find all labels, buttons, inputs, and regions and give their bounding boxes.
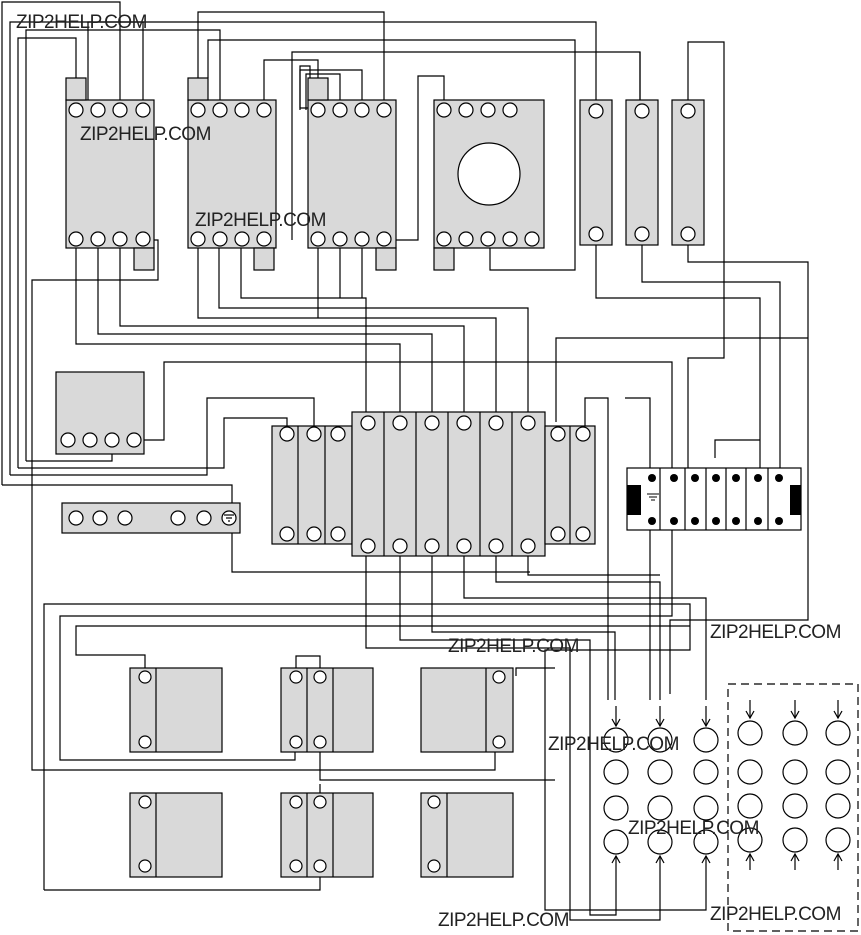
wire <box>97 240 433 422</box>
wire <box>463 550 707 700</box>
contactor-4 <box>129 792 223 878</box>
wire <box>431 550 616 700</box>
watermark-text: ZIP2HELP.COM <box>438 910 569 931</box>
terminal-block <box>626 467 802 531</box>
contactor-2 <box>280 667 374 753</box>
wire <box>18 417 288 469</box>
wire <box>527 550 660 576</box>
wire <box>75 240 401 422</box>
wire <box>218 240 529 422</box>
wire <box>669 240 809 694</box>
wire <box>17 37 77 468</box>
wire <box>396 75 445 241</box>
contactor-5 <box>280 792 374 878</box>
wire <box>207 39 576 271</box>
wire <box>641 240 781 468</box>
terminal-group <box>271 411 596 557</box>
wire <box>515 667 555 676</box>
small-relay <box>55 371 145 455</box>
contactor-3 <box>420 667 514 753</box>
wiring <box>1 1 809 921</box>
watermark-text: ZIP2HELP.COM <box>628 818 759 839</box>
relay-3 <box>307 77 397 271</box>
wire <box>197 240 497 422</box>
watermark-text: ZIP2HELP.COM <box>710 622 841 643</box>
wire <box>399 550 617 916</box>
wire <box>365 550 661 921</box>
watermark-text: ZIP2HELP.COM <box>195 210 326 231</box>
wire <box>25 29 221 461</box>
wire <box>10 397 315 476</box>
motor-terminals-left <box>603 706 719 880</box>
wire <box>59 361 673 761</box>
watermark-text: ZIP2HELP.COM <box>16 12 147 33</box>
wire <box>31 239 496 771</box>
wire <box>295 655 321 676</box>
wire <box>240 240 367 422</box>
watermarks: ZIP2HELP.COM ZIP2HELP.COM ZIP2HELP.COM Z… <box>16 12 841 931</box>
wire <box>87 21 597 100</box>
wire <box>595 240 761 468</box>
wire <box>119 240 465 422</box>
wire <box>714 439 760 458</box>
wire <box>495 550 661 700</box>
motor-terminals-right <box>727 683 859 932</box>
wire <box>305 73 341 110</box>
wire <box>43 603 707 911</box>
wire <box>319 742 555 781</box>
module-a <box>579 99 613 246</box>
watermark-text: ZIP2HELP.COM <box>710 904 841 925</box>
wire <box>1 1 121 485</box>
watermark-text: ZIP2HELP.COM <box>548 734 679 755</box>
relay-1 <box>65 77 155 271</box>
ground-bar <box>61 502 241 534</box>
wire <box>687 41 725 468</box>
contactor-6 <box>420 792 514 878</box>
module-b <box>625 99 659 246</box>
wire <box>584 397 609 700</box>
contactor-1 <box>129 667 223 753</box>
watermark-text: ZIP2HELP.COM <box>80 124 211 145</box>
timer-relay <box>433 99 545 271</box>
wire <box>555 337 808 422</box>
wire <box>9 21 144 475</box>
watermark-text: ZIP2HELP.COM <box>448 636 579 657</box>
wire <box>625 397 651 700</box>
module-c <box>671 99 705 246</box>
wire <box>75 625 690 676</box>
relay-2 <box>187 77 277 271</box>
wire <box>197 11 385 100</box>
